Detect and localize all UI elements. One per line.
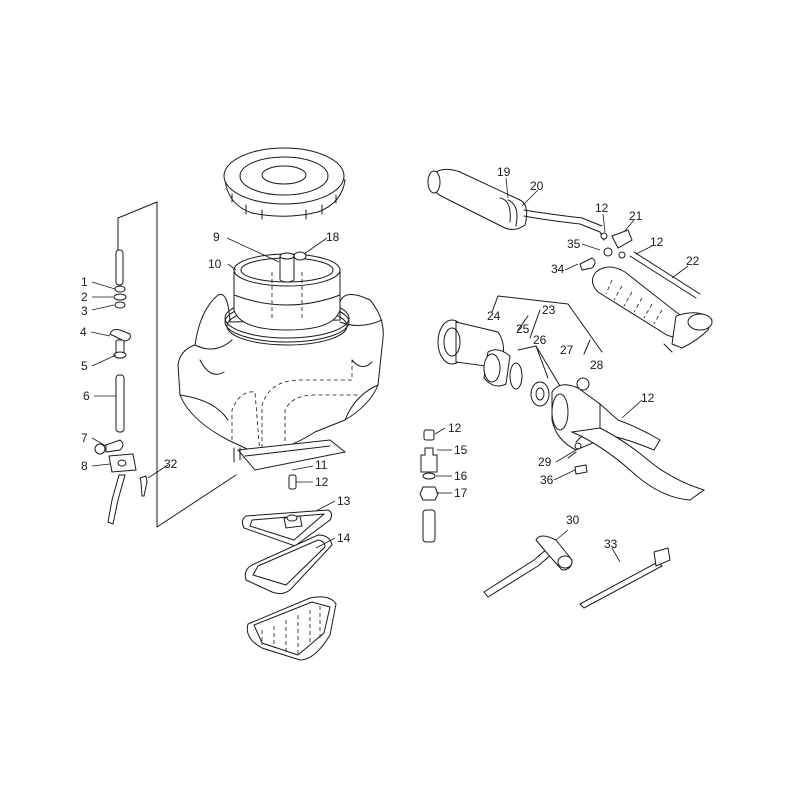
- callout-32: 32: [164, 457, 178, 471]
- callout-20: 20: [530, 179, 544, 193]
- callout-35: 35: [567, 237, 581, 251]
- callout-8: 8: [81, 459, 88, 473]
- left-bracket-frame: [117, 201, 237, 528]
- leader-lines: [90, 177, 689, 563]
- callout-16: 16: [454, 469, 468, 483]
- callout-12-tank: 12: [315, 475, 329, 489]
- callout-19: 19: [497, 165, 511, 179]
- callout-25: 25: [516, 322, 530, 336]
- callout-29: 29: [538, 455, 552, 469]
- spark-plug-wrench: [483, 535, 573, 598]
- callout-36: 36: [540, 473, 554, 487]
- callout-14: 14: [337, 531, 351, 545]
- callout-18: 18: [326, 230, 340, 244]
- callout-12-valve: 12: [448, 421, 462, 435]
- callout-labels: 1 2 3 4 5 6 7 8 9 10 11 12 12 12 12 12 1…: [80, 165, 700, 551]
- bottom-cover-parts: [241, 509, 337, 661]
- callout-23: 23: [542, 303, 556, 317]
- callout-10: 10: [208, 257, 222, 271]
- callout-30: 30: [566, 513, 580, 527]
- suction-pipe-parts: [94, 249, 148, 525]
- callout-21: 21: [629, 209, 643, 223]
- callout-11: 11: [315, 458, 328, 472]
- spray-hose-assembly: [427, 168, 713, 353]
- pump-nozzle-assembly: [437, 295, 706, 501]
- callout-3: 3: [81, 304, 88, 318]
- callout-5: 5: [81, 359, 88, 373]
- callout-12-pump: 12: [641, 391, 655, 405]
- callout-12-hose-right: 12: [650, 235, 664, 249]
- callout-12-hose-top: 12: [595, 201, 609, 215]
- callout-24: 24: [487, 309, 501, 323]
- tank-lid: [223, 147, 346, 220]
- callout-33: 33: [604, 537, 618, 551]
- callout-1: 1: [81, 275, 88, 289]
- center-valve-parts: [288, 429, 439, 543]
- callout-13: 13: [337, 494, 351, 508]
- callout-2: 2: [81, 290, 88, 304]
- callout-9: 9: [213, 230, 220, 244]
- callout-34: 34: [551, 262, 565, 276]
- callout-27: 27: [560, 343, 574, 357]
- callout-22: 22: [686, 254, 700, 268]
- tank-body: [177, 293, 384, 471]
- callout-15: 15: [454, 443, 468, 457]
- callout-28: 28: [590, 358, 604, 372]
- callout-7: 7: [81, 431, 88, 445]
- callout-6: 6: [83, 389, 90, 403]
- callout-4: 4: [80, 325, 87, 339]
- callout-26: 26: [533, 333, 547, 347]
- callout-17: 17: [454, 486, 468, 500]
- filter-basket: [224, 251, 350, 346]
- cable-tie: [579, 547, 671, 609]
